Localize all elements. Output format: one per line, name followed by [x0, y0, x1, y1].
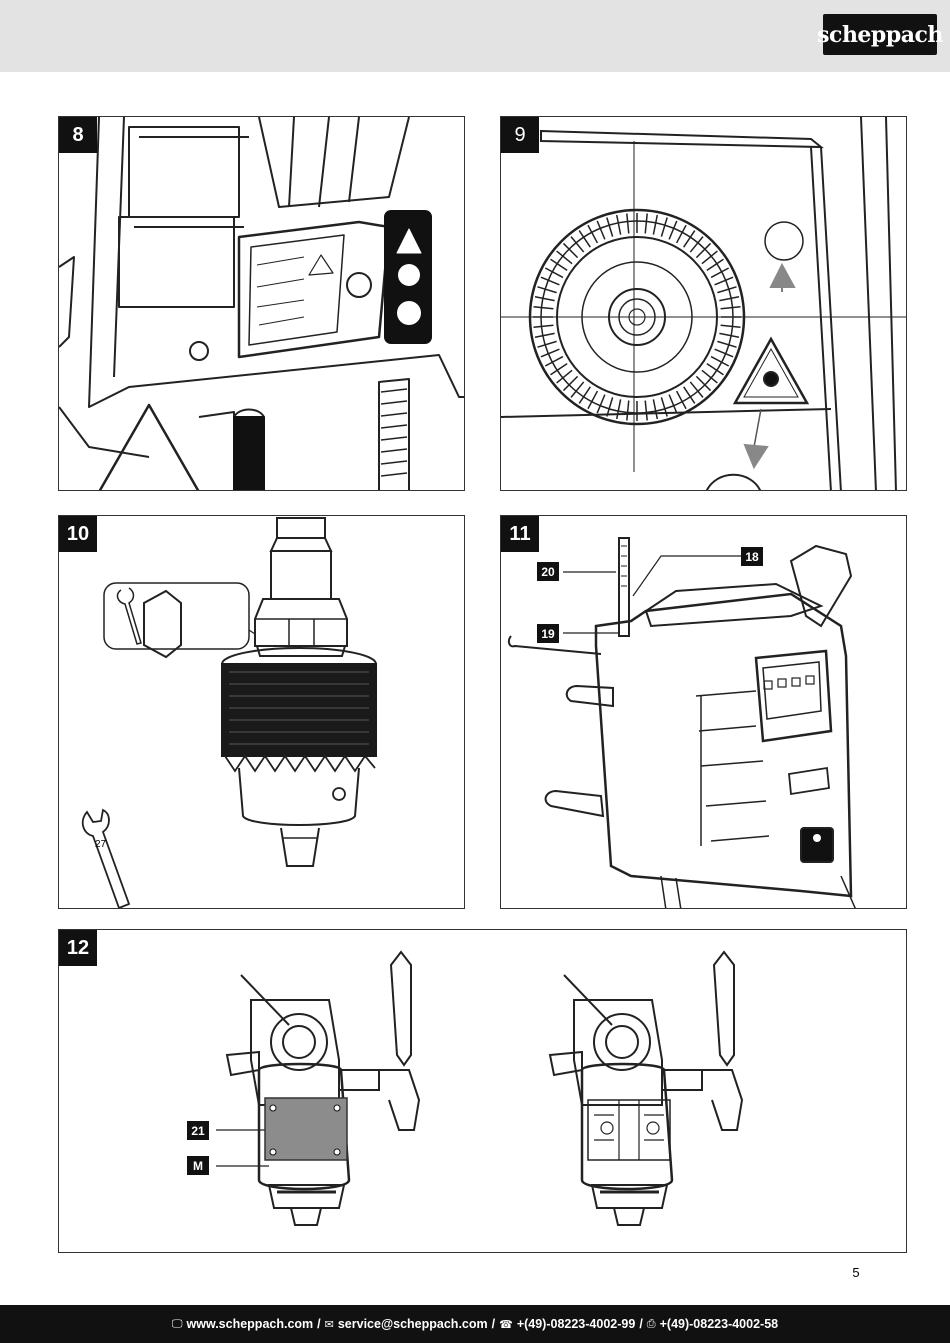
dial-knurl-tick [701, 369, 718, 384]
dial-knurl-tick [587, 390, 599, 410]
header-band [0, 0, 950, 72]
figure-9-panel: 9 [500, 116, 907, 491]
dial-knurl-tick [720, 324, 741, 328]
callout-M: M [187, 1156, 209, 1175]
dial-knurl-tick [717, 340, 737, 348]
dial-knurl-tick [644, 213, 648, 234]
dial-knurl-tick [719, 295, 740, 302]
footer-separator: / [317, 1317, 321, 1331]
dial-knurl-tick [578, 230, 591, 248]
callout-18: 18 [741, 547, 763, 566]
dial-knurl-tick [540, 276, 560, 286]
dial-knurl-tick [714, 276, 734, 286]
dial-knurl-tick [652, 399, 659, 420]
footer-email[interactable]: service@scheppach.com [337, 1317, 488, 1331]
figure-12-label: 12 [59, 930, 97, 966]
dial-knurl-tick [570, 236, 585, 253]
dial-knurl-tick [562, 375, 579, 392]
dial-knurl-tick [578, 386, 591, 404]
dial-knurl-tick [652, 214, 659, 235]
dial-knurl-tick [596, 220, 606, 240]
figure-10-illustration [81, 517, 377, 908]
dial-knurl-tick [695, 375, 712, 392]
dial-knurl-tick [550, 258, 568, 271]
figure-10-label: 10 [59, 516, 97, 552]
brand-logo: scheppach [817, 14, 943, 55]
dial-knurl-tick [710, 355, 730, 367]
dial-knurl-tick [706, 258, 724, 271]
dial-knurl-tick [534, 332, 555, 339]
callout-20: 20 [537, 562, 559, 581]
footer-separator: / [639, 1317, 643, 1331]
dial-knurl-tick [606, 397, 614, 417]
dial-knurl-tick [544, 267, 564, 279]
dial-knurl-tick [626, 400, 630, 421]
phone-icon: ☎ [499, 1318, 513, 1331]
dial-knurl-tick [683, 230, 696, 248]
dial-knurl-tick [544, 355, 564, 367]
dial-knurl-tick [689, 236, 704, 253]
footer-phone: +(49)-08223-4002-99 [516, 1317, 636, 1331]
figure-10-panel: 10 27 [58, 515, 465, 909]
dial-knurl-tick [606, 217, 614, 237]
figure-8-label: 8 [59, 117, 97, 153]
figure-8-illustration [59, 117, 464, 490]
figure-12-panel: 12 21 M [58, 929, 907, 1253]
dial-knurl-tick [717, 286, 737, 294]
dial-knurl-tick [570, 381, 585, 398]
dial-knurl-tick [533, 324, 554, 328]
fax-icon: ⎙ [646, 1317, 656, 1330]
page-number: 5 [852, 1265, 860, 1280]
dial-knurl-tick [675, 224, 687, 244]
callout-19: 19 [537, 624, 559, 643]
dial-knurl-tick [706, 363, 724, 376]
dial-knurl-tick [660, 397, 668, 417]
dial-knurl-tick [615, 399, 622, 420]
footer-fax: +(49)-08223-4002-58 [659, 1317, 779, 1331]
dial-knurl-tick [537, 286, 557, 294]
dial-knurl-tick [562, 242, 579, 259]
brand-logo-text: scheppach [817, 21, 943, 48]
figure-11-illustration [507, 537, 856, 908]
dial-knurl-tick [556, 369, 573, 384]
drill-unit-closed [216, 950, 421, 1226]
dial-knurl-tick [695, 242, 712, 259]
figure-11-panel: 11 18 20 19 [500, 515, 907, 909]
dial-knurl-tick [626, 213, 630, 234]
dial-knurl-tick [675, 390, 687, 410]
dial-knurl-tick [615, 214, 622, 235]
drill-unit-open [548, 950, 744, 1226]
dial-knurl-tick [587, 224, 599, 244]
dial-knurl-tick [668, 220, 678, 240]
mail-icon: ✉ [324, 1318, 334, 1331]
dial-knurl-tick [720, 306, 741, 310]
dial-knurl-tick [689, 381, 704, 398]
wrench-size-label: 27 [95, 839, 107, 850]
footer-separator: / [491, 1317, 496, 1331]
dial-knurl-tick [714, 348, 734, 358]
footer-website[interactable]: www.scheppach.com [186, 1317, 314, 1331]
dial-knurl-tick [596, 394, 606, 414]
computer-icon: 🖵 [171, 1317, 183, 1330]
dial-knurl-tick [701, 250, 718, 265]
dial-knurl-tick [550, 363, 568, 376]
callout-21: 21 [187, 1121, 209, 1140]
figure-11-label: 11 [501, 516, 539, 552]
figure-9-label: 9 [501, 117, 539, 153]
dial-knurl-tick [660, 217, 668, 237]
footer: 🖵 www.scheppach.com / ✉ service@scheppac… [0, 1305, 950, 1343]
figure-12-illustration [216, 950, 744, 1226]
figure-8-panel: 8 [58, 116, 465, 491]
dial-knurl-tick [644, 400, 648, 421]
dial-knurl-tick [534, 295, 555, 302]
dial-knurl-tick [556, 250, 573, 265]
figure-9-illustration [501, 117, 906, 490]
dial-knurl-tick [533, 306, 554, 310]
dial-knurl-tick [537, 340, 557, 348]
dial-knurl-tick [540, 348, 560, 358]
dial-knurl-tick [710, 267, 730, 279]
dial-knurl-tick [719, 332, 740, 339]
dial-knurl-tick [683, 386, 696, 404]
dial-knurl-tick [668, 394, 678, 414]
